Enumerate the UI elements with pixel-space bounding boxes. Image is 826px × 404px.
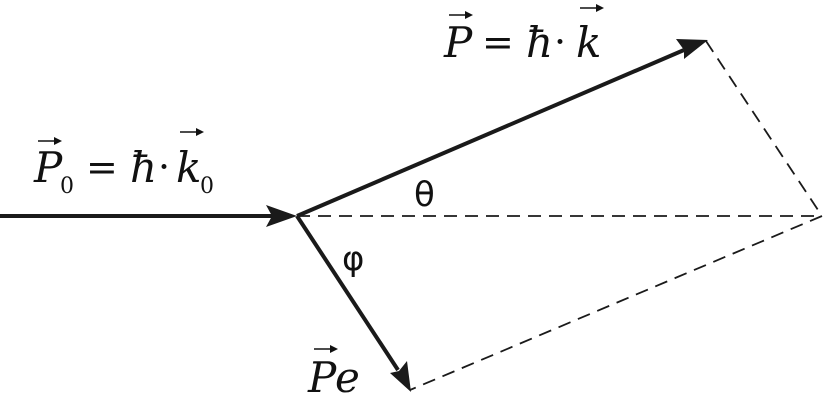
vector-arrow-mark-tip — [330, 345, 338, 353]
scattered-momentum-label: P = ħ · k — [443, 4, 604, 67]
incident-p-symbol: P — [33, 143, 63, 192]
vector-arrow-mark-tip — [196, 128, 204, 136]
electron-momentum-arrowhead — [390, 361, 411, 392]
scattered-hbar-symbol: ħ — [526, 18, 553, 67]
scattered-equals-sign: = — [482, 20, 514, 64]
parallelogram-right-dashed-edge — [705, 40, 823, 217]
incident-k-subscript: 0 — [200, 174, 214, 199]
scattered-momentum-vector — [296, 48, 685, 218]
incident-momentum-arrowhead — [266, 205, 297, 227]
electron-momentum-label: P e — [307, 345, 360, 402]
incident-momentum-label: P 0 = ħ · k 0 — [33, 128, 214, 199]
electron-momentum-vector — [295, 214, 400, 372]
phi-angle-label: φ — [342, 239, 364, 279]
scattered-dot-operator: · — [554, 20, 566, 64]
electron-e-symbol: e — [335, 353, 360, 402]
incident-hbar-symbol: ħ — [130, 143, 157, 192]
vector-arrow-mark-tip — [596, 4, 604, 12]
scattered-momentum-arrowhead — [676, 39, 708, 59]
incident-dot-operator: · — [158, 145, 170, 189]
incident-k-symbol: k — [176, 143, 201, 192]
scattered-k-symbol: k — [576, 18, 601, 67]
electron-p-symbol: P — [307, 353, 337, 402]
scattered-p-symbol: P — [443, 18, 473, 67]
incident-p-subscript: 0 — [60, 174, 74, 199]
theta-angle-label: θ — [414, 175, 435, 215]
incident-equals-sign: = — [86, 145, 118, 189]
parallelogram-bottom-dashed-edge — [409, 215, 823, 391]
vector-arrow-mark-tip — [465, 11, 473, 19]
vector-arrow-mark-tip — [54, 137, 62, 145]
